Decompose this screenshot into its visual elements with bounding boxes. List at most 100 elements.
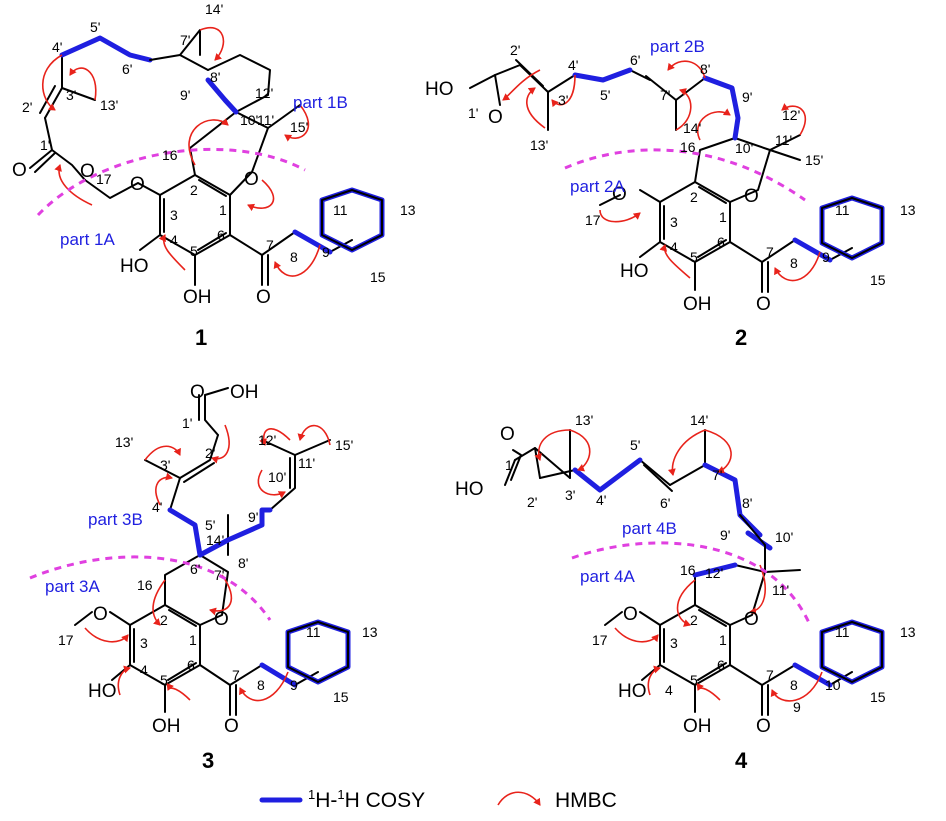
svg-text:6: 6 <box>187 657 195 673</box>
compound-2-part-b: part 2B <box>650 37 705 56</box>
svg-text:7': 7' <box>180 32 190 48</box>
compound-4-ho: HO <box>618 681 647 702</box>
svg-text:15: 15 <box>333 689 349 705</box>
svg-text:6': 6' <box>122 61 132 77</box>
svg-text:11': 11' <box>775 132 792 148</box>
svg-text:13': 13' <box>530 137 548 153</box>
svg-text:8: 8 <box>257 677 265 693</box>
svg-text:2: 2 <box>160 612 168 628</box>
svg-text:3': 3' <box>66 87 76 103</box>
legend-hmbc-swatch <box>497 791 541 806</box>
svg-text:3: 3 <box>170 207 178 223</box>
compound-2-cosy-chain <box>572 67 633 83</box>
compound-3-acid-o: O <box>190 382 205 403</box>
compound-4-o-keto: O <box>756 716 771 737</box>
compound-2-numbers: 1 2 3 4 5 6 7 8 9 11 13 15 16 17 1' 2' 3… <box>468 42 916 288</box>
compound-4: HO O O O HO OH O part 4B part 4A 4 1 2 3… <box>455 412 916 773</box>
svg-text:9: 9 <box>822 249 830 265</box>
compound-3-core-ring <box>74 387 331 716</box>
svg-text:13: 13 <box>900 202 916 218</box>
compound-4-core-ring <box>504 429 853 716</box>
svg-text:5': 5' <box>630 437 640 453</box>
compound-4-acid-o: O <box>500 424 515 445</box>
svg-text:3: 3 <box>670 635 678 651</box>
svg-text:8: 8 <box>790 255 798 271</box>
svg-text:11': 11' <box>772 582 789 598</box>
svg-text:14': 14' <box>206 532 224 548</box>
svg-text:12': 12' <box>782 107 800 123</box>
svg-text:6': 6' <box>660 495 670 511</box>
svg-text:6': 6' <box>630 52 640 68</box>
compound-2-hmbc <box>502 60 821 282</box>
svg-text:4': 4' <box>568 57 578 73</box>
compound-1-id: 1 <box>195 325 207 350</box>
svg-text:15: 15 <box>870 689 886 705</box>
svg-text:16: 16 <box>680 562 696 578</box>
compound-3-o-keto: O <box>224 716 239 737</box>
svg-text:5: 5 <box>690 249 698 265</box>
svg-text:6': 6' <box>190 561 200 577</box>
compound-4-cosy-chain <box>572 457 643 493</box>
svg-text:2': 2' <box>205 445 215 461</box>
svg-text:3': 3' <box>160 457 170 473</box>
svg-text:1': 1' <box>468 105 478 121</box>
compound-2-core-ring <box>469 59 853 293</box>
svg-text:13': 13' <box>575 412 593 428</box>
svg-text:13: 13 <box>362 624 378 640</box>
compound-1-ho: HO <box>120 256 149 277</box>
legend-hmbc-label: HMBC <box>555 789 617 812</box>
svg-text:14': 14' <box>205 1 223 17</box>
svg-text:11': 11' <box>257 112 274 128</box>
svg-text:10': 10' <box>735 140 753 156</box>
svg-text:14': 14' <box>683 120 701 136</box>
svg-text:11': 11' <box>298 455 315 471</box>
svg-text:7': 7' <box>712 467 722 483</box>
compound-2-ho: HO <box>620 261 649 282</box>
compound-2-part-a: part 2A <box>570 177 625 196</box>
compound-4-o-methoxy: O <box>623 604 638 625</box>
svg-text:8': 8' <box>238 555 248 571</box>
svg-text:10': 10' <box>240 112 258 128</box>
compound-2-id: 2 <box>735 325 747 350</box>
svg-text:16: 16 <box>162 147 178 163</box>
compound-1-o-ether: O <box>130 174 145 195</box>
svg-text:13: 13 <box>400 202 416 218</box>
compound-1-part-b: part 1B <box>293 93 348 112</box>
compound-1-o-ring: O <box>244 169 259 190</box>
svg-text:2: 2 <box>190 182 198 198</box>
compound-2-o-ring: O <box>744 186 759 207</box>
svg-text:8: 8 <box>790 677 798 693</box>
compound-3-acid-oh: OH <box>230 382 259 403</box>
svg-text:3': 3' <box>565 487 575 503</box>
svg-text:6: 6 <box>717 657 725 673</box>
svg-text:2: 2 <box>690 189 698 205</box>
svg-text:4': 4' <box>52 39 62 55</box>
svg-text:4': 4' <box>596 492 606 508</box>
svg-text:14': 14' <box>690 412 708 428</box>
compound-1-numbers: 1 2 3 4 5 6 7 8 9 11 13 15 16 17 1' 2' 3… <box>22 1 416 285</box>
svg-text:15': 15' <box>290 119 308 135</box>
compound-1-part-a: part 1A <box>60 230 115 249</box>
svg-text:12': 12' <box>258 432 276 448</box>
svg-text:5: 5 <box>690 672 698 688</box>
svg-text:13': 13' <box>100 97 118 113</box>
compound-4-numbers: 1 2 3 4 5 6 7 8 9 10 11 13 15 16 17 1' 2… <box>505 412 916 715</box>
svg-text:4: 4 <box>140 662 148 678</box>
svg-text:12': 12' <box>255 85 273 101</box>
svg-text:5: 5 <box>160 672 168 688</box>
compound-3-hmbc <box>84 424 331 702</box>
svg-text:7': 7' <box>660 87 670 103</box>
svg-text:5': 5' <box>90 19 100 35</box>
compound-2-o-keto: O <box>756 294 771 315</box>
svg-text:7: 7 <box>766 244 774 260</box>
svg-text:1': 1' <box>182 415 192 431</box>
svg-text:17: 17 <box>58 632 74 648</box>
compound-1: HO OH O O O O O part 1B part 1A 1 1 2 3 … <box>12 1 416 350</box>
compound-4-id: 4 <box>735 748 748 773</box>
compound-3-cosy-chain <box>167 507 203 558</box>
svg-text:2': 2' <box>510 42 520 58</box>
compound-3-o-ring: O <box>214 609 229 630</box>
svg-text:12': 12' <box>705 565 723 581</box>
compound-2-oh: OH <box>683 294 712 315</box>
svg-text:11: 11 <box>306 624 321 640</box>
